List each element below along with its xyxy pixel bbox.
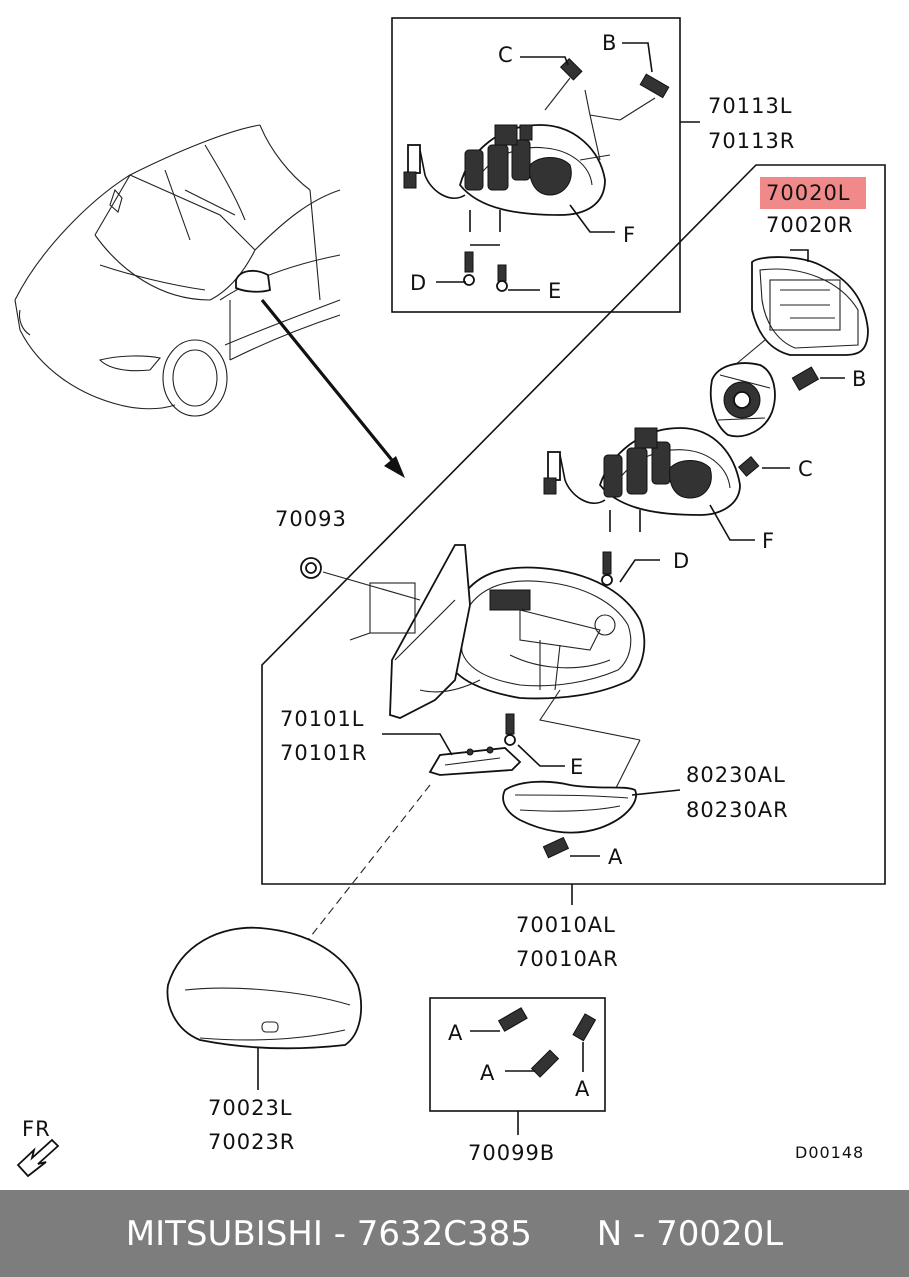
highlight-box	[760, 177, 866, 209]
label-70020R: 70020R	[766, 213, 853, 237]
label-70113L: 70113L	[708, 94, 793, 118]
label-A-kit-1: A	[448, 1021, 463, 1045]
screw-kit-box	[429, 997, 606, 1135]
label-80230AL: 80230AL	[686, 763, 786, 787]
label-70093: 70093	[275, 507, 347, 531]
label-A-kit-2: A	[480, 1061, 495, 1085]
label-C-top: C	[498, 43, 514, 67]
label-E-top: E	[548, 279, 562, 303]
label-E: E	[570, 755, 584, 779]
label-B: B	[852, 367, 867, 391]
mirror-glass-illustration	[734, 249, 869, 366]
part-info-footer: MITSUBISHI - 7632C385 N - 70020L	[0, 1190, 909, 1277]
label-fr: FR	[22, 1117, 51, 1141]
bracket-illustration	[299, 733, 522, 951]
label-70099B: 70099B	[468, 1141, 555, 1165]
mirror-cover-illustration	[166, 926, 362, 1090]
label-70010AR: 70010AR	[516, 947, 619, 971]
label-C: C	[798, 457, 814, 481]
label-A-kit-3: A	[575, 1077, 590, 1101]
label-80230AR: 80230AR	[686, 798, 789, 822]
label-70023R: 70023R	[208, 1130, 295, 1154]
pointer-arrow	[260, 298, 405, 478]
label-70101L: 70101L	[280, 707, 365, 731]
mirror-motor-illustration	[709, 362, 845, 438]
actuator-inset-box	[391, 17, 700, 313]
label-F-top: F	[623, 223, 636, 247]
label-70023L: 70023L	[208, 1096, 293, 1120]
label-70020L: 70020L	[766, 181, 851, 205]
label-D-top: D	[410, 271, 427, 295]
actuator-illustration	[543, 427, 790, 586]
mirror-housing-illustration	[300, 544, 646, 791]
label-D: D	[673, 549, 690, 573]
label-70101R: 70101R	[280, 741, 367, 765]
exploded-parts-diagram: C B 70113L 70113R F D E 70020L 70020R B …	[14, 17, 886, 1178]
footer-part-text: MITSUBISHI - 7632C385 N - 70020L	[125, 1213, 784, 1254]
label-F: F	[762, 529, 775, 553]
mirror-assembly-box	[261, 164, 886, 905]
front-direction-arrow-icon	[16, 1138, 60, 1178]
label-A: A	[608, 845, 623, 869]
label-70010AL: 70010AL	[516, 913, 616, 937]
car-outline-illustration	[14, 124, 341, 417]
label-B-top: B	[602, 31, 617, 55]
drawing-code: D00148	[795, 1143, 864, 1162]
turn-signal-lamp-illustration	[502, 780, 681, 859]
label-70113R: 70113R	[708, 129, 795, 153]
